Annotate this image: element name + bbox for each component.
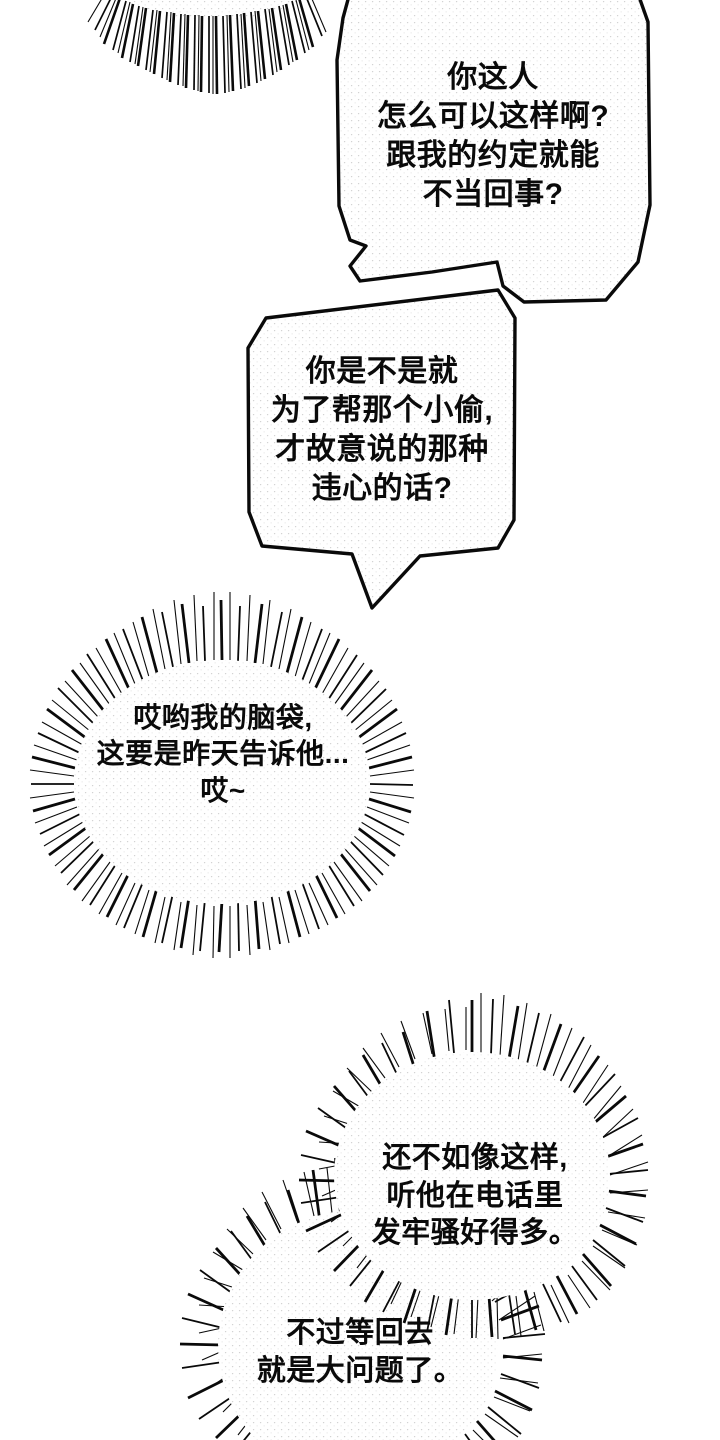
speech-bubble-2-text: 你是不是就 为了帮那个小偷, 才故意说的那种 违心的话? — [270, 355, 494, 505]
top-burst-fragment — [87, 0, 327, 95]
thought-bubble-5-text: 不过等回去 就是大问题了。 — [256, 1317, 464, 1387]
speech-bubble-1-text: 你这人 怎么可以这样啊? 跟我的约定就能 不当回事? — [376, 61, 610, 211]
thought-bubble-4-text: 还不如像这样, 听他在电话里 发牢骚好得多。 — [371, 1142, 579, 1250]
thought-bubble-3-text: 哎哟我的脑袋, 这要是昨天告诉他... 哎~ — [96, 702, 350, 806]
